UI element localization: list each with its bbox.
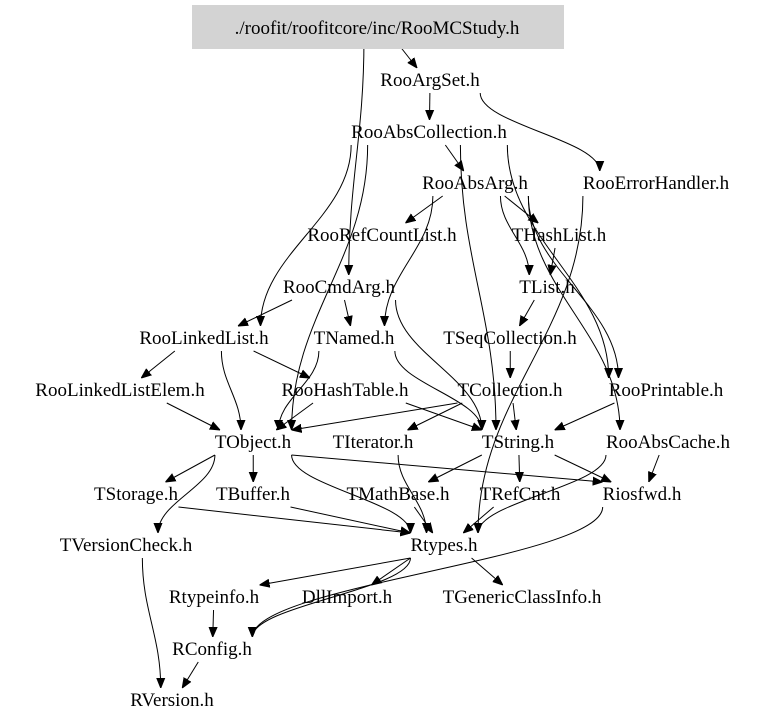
node-roorefcountlist[interactable]: RooRefCountList.h — [307, 225, 457, 246]
edge-rooerrorhandler-to-rtypes — [478, 195, 584, 533]
edge-rtypes-to-tgenericclassinfo — [471, 557, 503, 585]
node-rtypes[interactable]: Rtypes.h — [410, 535, 478, 556]
edge-tstring-to-riosfwd — [554, 454, 612, 482]
node-tstorage[interactable]: TStorage.h — [94, 484, 178, 505]
edge-rooabscache-to-rtypes — [478, 454, 607, 534]
edge-tcollection-to-titerator — [407, 402, 463, 430]
edge-tversioncheck-to-rversion — [141, 557, 160, 688]
edge-rtypeinfo-to-rconfig — [213, 609, 214, 637]
edge-rooabscollection-to-tobject — [292, 144, 369, 430]
node-roolinkedlistelem[interactable]: RooLinkedListElem.h — [35, 380, 205, 401]
edge-tcollection-to-tstring — [513, 402, 516, 430]
edge-tmathbase-to-rtypes — [413, 506, 432, 533]
edge-tlist-to-tseqcollection — [519, 299, 535, 326]
edge-rconfig-to-rversion — [182, 661, 199, 688]
edge-tnamed-to-tstring — [394, 350, 482, 430]
edge-roocmdarg-to-tstring — [395, 299, 482, 430]
edge-rooabscollection-to-rooprintable — [506, 144, 608, 378]
edge-rooabsarg-to-thashlist — [504, 195, 539, 223]
node-tmathbase[interactable]: TMathBase.h — [347, 484, 450, 505]
edge-rooabscache-to-riosfwd — [649, 454, 660, 482]
edge-rooabsarg-to-tlist — [499, 195, 529, 275]
node-tbuffer[interactable]: TBuffer.h — [216, 484, 291, 505]
node-tnamed[interactable]: TNamed.h — [314, 328, 395, 349]
node-rooabscache[interactable]: RooAbsCache.h — [606, 432, 731, 453]
node-rooargset[interactable]: RooArgSet.h — [380, 70, 480, 91]
edge-rooprintable-to-tstring — [555, 402, 615, 430]
node-rversion[interactable]: RVersion.h — [130, 690, 214, 711]
edge-rtypes-to-rconfig — [252, 557, 411, 638]
node-rtypeinfo[interactable]: Rtypeinfo.h — [169, 587, 260, 608]
edge-tstring-to-trefcnt — [519, 454, 520, 482]
nodes-layer: ./roofit/roofitcore/inc/RooMCStudy.h Roo… — [35, 5, 731, 711]
node-tgenericclassinfo[interactable]: TGenericClassInfo.h — [443, 587, 602, 608]
edge-tobject-to-tstorage — [165, 454, 216, 482]
edge-rtypes-to-rtypeinfo — [260, 557, 411, 585]
edge-tbuffer-to-rtypes — [290, 506, 411, 533]
edge-tobject-to-tversioncheck — [158, 454, 216, 533]
edge-rooabsarg-to-roorefcountlist — [405, 195, 443, 223]
node-rooerrorhandler[interactable]: RooErrorHandler.h — [583, 173, 730, 194]
node-tlist[interactable]: TList.h — [519, 277, 575, 298]
node-dllimport[interactable]: DllImport.h — [302, 587, 393, 608]
edge-rooabscollection-to-tstring — [459, 144, 496, 430]
node-riosfwd[interactable]: Riosfwd.h — [603, 484, 682, 505]
edge-tobject-to-riosfwd — [291, 454, 603, 482]
edge-rooabsarg-to-rooprintable — [527, 195, 618, 378]
edges-layer — [141, 40, 660, 688]
node-rooprintable[interactable]: RooPrintable.h — [609, 380, 724, 401]
edge-thashlist-to-tlist — [550, 247, 555, 275]
node-titerator[interactable]: TIterator.h — [333, 432, 414, 453]
edge-roocmdarg-to-tnamed — [344, 299, 350, 326]
edge-tstorage-to-rtypes — [178, 506, 410, 533]
edge-tcollection-to-tobject — [292, 402, 458, 430]
edge-rtypes-to-dllimport — [371, 557, 411, 585]
edge-roohashtable-to-tobject — [276, 402, 314, 430]
node-tversioncheck[interactable]: TVersionCheck.h — [60, 535, 193, 556]
edge-roolinkedlist-to-roolinkedlistelem — [141, 350, 176, 378]
node-rooabsarg[interactable]: RooAbsArg.h — [422, 173, 528, 194]
node-trefcnt[interactable]: TRefCnt.h — [480, 484, 561, 505]
node-thashlist[interactable]: THashList.h — [512, 225, 607, 246]
node-rconfig[interactable]: RConfig.h — [172, 639, 252, 660]
edge-root-to-roocmdarg — [349, 40, 365, 275]
node-tcollection[interactable]: TCollection.h — [457, 380, 563, 401]
edge-roohashtable-to-tstring — [405, 402, 482, 430]
edge-rooargset-to-rooerrorhandler — [479, 92, 600, 172]
edge-riosfwd-to-rconfig — [252, 506, 604, 637]
edge-roocmdarg-to-roolinkedlist — [238, 299, 293, 326]
node-tobject[interactable]: TObject.h — [215, 432, 292, 453]
node-tstring[interactable]: TString.h — [482, 432, 555, 453]
node-roohashtable[interactable]: RooHashTable.h — [282, 380, 409, 401]
edge-tstring-to-tmathbase — [428, 454, 483, 482]
node-roolinkedlist[interactable]: RooLinkedList.h — [139, 328, 269, 349]
edge-trefcnt-to-rtypes — [463, 506, 494, 533]
root-node-box[interactable] — [192, 5, 564, 49]
node-tseqcollection[interactable]: TSeqCollection.h — [443, 328, 577, 349]
edge-rooabsarg-to-tnamed — [384, 195, 434, 326]
edge-roolinkedlistelem-to-tobject — [166, 402, 220, 430]
node-root[interactable]: ./roofit/roofitcore/inc/RooMCStudy.h — [235, 18, 520, 39]
node-rooabscollection[interactable]: RooAbsCollection.h — [351, 122, 507, 143]
edge-roolinkedlist-to-roohashtable — [253, 350, 310, 378]
edge-roolinkedlist-to-tobject — [220, 350, 241, 430]
edge-rooabscollection-to-roolinkedlist — [260, 144, 352, 326]
edge-tobject-to-rtypes — [291, 454, 411, 534]
node-roocmdarg[interactable]: RooCmdArg.h — [283, 277, 396, 298]
edge-rooabsarg-to-rooabscache — [527, 195, 620, 430]
